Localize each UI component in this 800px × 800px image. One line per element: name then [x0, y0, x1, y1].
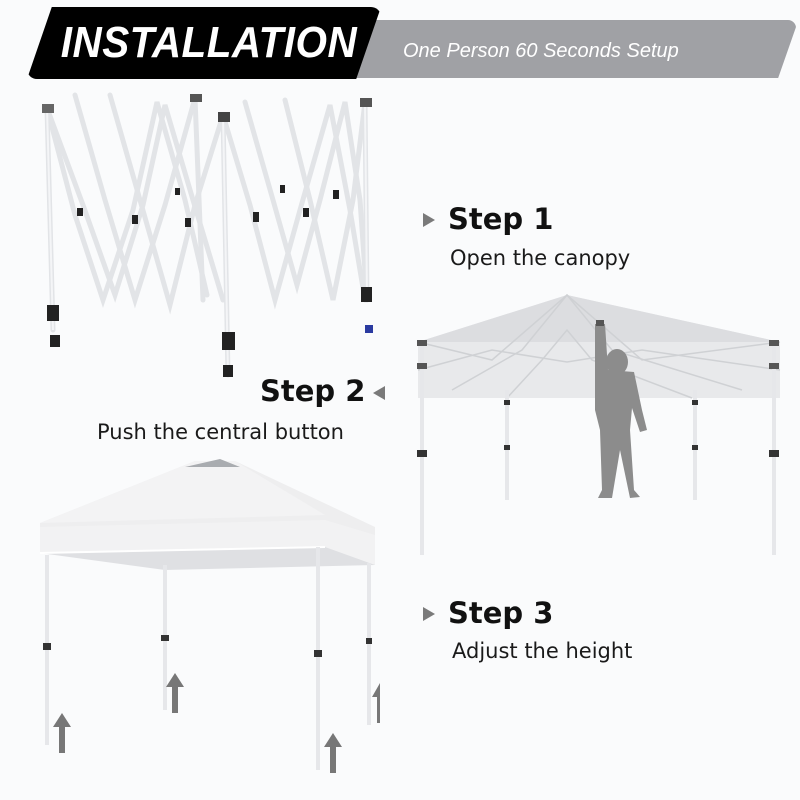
open-canopy-illustration — [417, 293, 781, 555]
subtitle-banner — [350, 20, 796, 78]
triangle-left-icon — [373, 386, 385, 400]
step-3-title: Step 3 — [448, 596, 554, 630]
title-banner — [27, 7, 381, 79]
triangle-right-icon — [423, 213, 435, 227]
step-3-description: Adjust the height — [452, 639, 633, 663]
step-2-description: Push the central button — [97, 420, 344, 444]
collapsed-frame-illustration — [42, 92, 373, 378]
step-1-description: Open the canopy — [450, 246, 631, 270]
finished-canopy-illustration — [39, 459, 380, 773]
height-arrows — [53, 673, 380, 773]
page-title: INSTALLATION — [60, 18, 358, 67]
page-subtitle: One Person 60 Seconds Setup — [403, 40, 679, 62]
step-1-title: Step 1 — [448, 202, 554, 236]
triangle-right-icon — [423, 607, 435, 621]
step-2-title: Step 2 — [260, 374, 366, 408]
